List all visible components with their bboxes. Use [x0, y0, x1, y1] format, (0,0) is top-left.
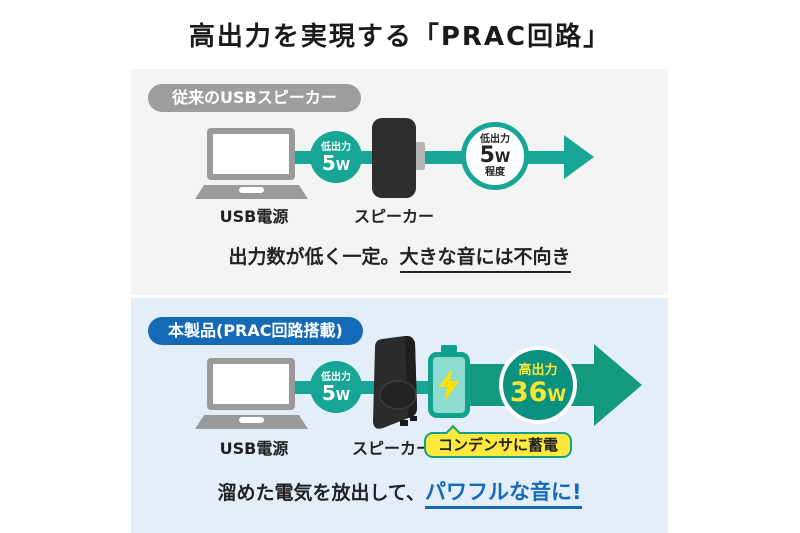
capacitor-charge-badge: コンデンサに蓄電 [424, 424, 573, 458]
product-badge: 本製品(PRAC回路搭載) [148, 317, 363, 345]
power-source-label: USB電源 [219, 207, 289, 226]
caption-plain: 溜めた電気を放出して、 [217, 482, 425, 504]
high-output-label: 高出力 [518, 363, 558, 379]
output-circle-value: 5W [479, 143, 511, 168]
laptop-icon [195, 128, 308, 199]
laptop-notch [239, 417, 264, 423]
low-output-value: 5W [321, 150, 351, 175]
conventional-caption: 出力数が低く一定。大きな音には不向き [131, 242, 668, 273]
low-output-badge: 低出力 5W [310, 131, 362, 183]
high-output-badge: 高出力 36W [499, 346, 577, 424]
arrow-line [528, 151, 566, 164]
laptop-notch [239, 187, 264, 193]
capacitor-charge-label: コンデンサに蓄電 [438, 436, 559, 454]
product-caption: 溜めた電気を放出して、パワフルな音に! [131, 476, 668, 509]
arrow-right-icon [564, 135, 594, 179]
conventional-badge: 従来のUSBスピーカー [148, 84, 361, 112]
laptop-screen [207, 358, 295, 410]
lightning-icon [439, 369, 459, 401]
low-output-label: 低出力 [321, 141, 351, 153]
page-title: 高出力を実現する「PRAC回路」 [188, 22, 612, 52]
speaker-icon [372, 118, 416, 198]
output-circle-label: 低出力 [480, 134, 510, 145]
high-output-value: 36W [509, 376, 567, 408]
connector-line [424, 151, 470, 164]
low-output-label: 低出力 [321, 371, 351, 383]
laptop-screen [207, 128, 295, 180]
output-circle-note: 程度 [485, 167, 505, 178]
arrow-right-icon [594, 344, 642, 426]
low-output-badge: 低出力 5W [310, 361, 362, 413]
speaker-label: スピーカー [351, 439, 433, 458]
speaker-label: スピーカー [353, 207, 435, 226]
caption-plain: 出力数が低く一定。 [228, 246, 400, 268]
speaker-3d-icon [373, 336, 417, 429]
battery-terminal [441, 345, 457, 353]
output-circle: 低出力 5W 程度 [461, 122, 529, 190]
low-output-value: 5W [321, 380, 351, 405]
capacitor-battery-icon [428, 345, 470, 418]
caption-highlight: パワフルな音に! [424, 480, 582, 509]
power-source-label: USB電源 [219, 439, 289, 458]
laptop-icon [195, 358, 308, 429]
caption-underlined: 大きな音には不向き [399, 246, 571, 273]
